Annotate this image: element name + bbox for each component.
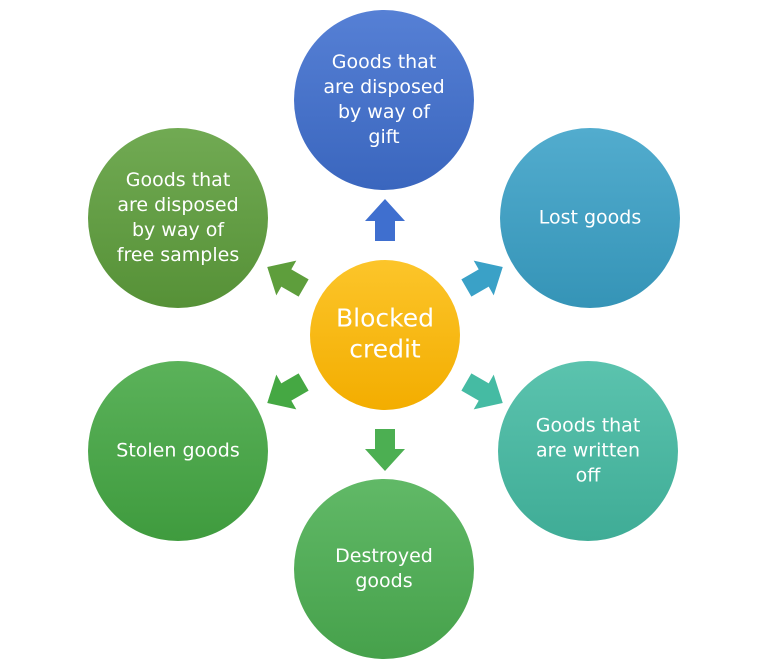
node-free-samples-line-2: are disposed <box>117 194 238 216</box>
arrow-stolen <box>267 373 309 410</box>
node-gift-circle <box>294 10 474 190</box>
node-destroyed: Destroyed goods <box>294 479 474 659</box>
node-written-off: Goods that are written off <box>498 361 678 541</box>
center-node-line-1: Blocked <box>336 304 434 333</box>
arrows-layer <box>267 199 503 471</box>
nodes-layer: Goods that are disposed by way of giftLost … <box>88 10 680 659</box>
node-free-samples-line-3: by way of <box>132 219 225 241</box>
node-destroyed-circle <box>294 479 474 659</box>
node-gift-line-3: by way of <box>338 101 431 123</box>
center-node-circle <box>310 260 460 410</box>
arrow-destroyed <box>365 429 405 471</box>
center-node-line-2: credit <box>349 335 421 364</box>
node-gift: Goods that are disposed by way of gift <box>294 10 474 190</box>
arrow-lost <box>461 260 503 297</box>
arrow-written-off <box>461 373 503 410</box>
node-written-off-circle <box>498 361 678 541</box>
node-written-off-line-2: are written <box>536 440 640 462</box>
node-destroyed-line-1: Destroyed <box>335 545 433 567</box>
node-free-samples-line-4: free samples <box>117 244 239 266</box>
node-lost: Lost goods <box>500 128 680 308</box>
node-lost-line-1: Lost goods <box>539 207 642 229</box>
node-gift-line-1: Goods that <box>332 51 437 73</box>
node-written-off-line-1: Goods that <box>536 415 641 437</box>
node-lost-circle <box>500 128 680 308</box>
node-gift-line-4: gift <box>368 126 399 148</box>
arrow-gift <box>365 199 405 241</box>
node-stolen: Stolen goods <box>88 361 268 541</box>
node-destroyed-line-2: goods <box>355 570 412 592</box>
node-free-samples-line-1: Goods that <box>126 169 231 191</box>
node-stolen-circle <box>88 361 268 541</box>
node-stolen-line-1: Stolen goods <box>116 440 239 462</box>
node-gift-line-2: are disposed <box>323 76 444 98</box>
node-free-samples: Goods that are disposed by way of free samp… <box>88 128 268 308</box>
node-written-off-line-3: off <box>576 465 602 487</box>
arrow-free-samples <box>267 260 309 297</box>
node-free-samples-circle <box>88 128 268 308</box>
